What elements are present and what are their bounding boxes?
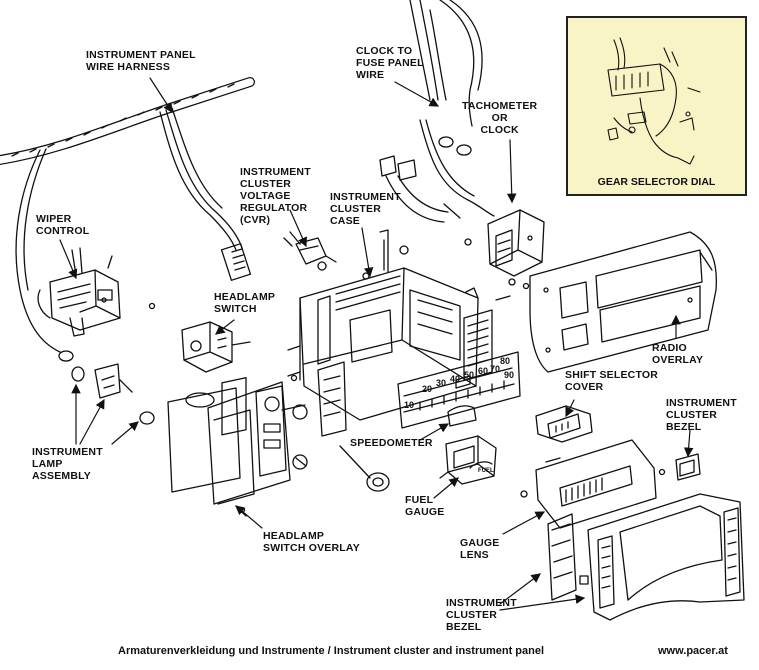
- gauge-lens-part: [520, 439, 657, 529]
- speedometer: [397, 351, 521, 429]
- label-radio-overlay: RADIO OVERLAY: [652, 342, 704, 366]
- clock-wires: [379, 0, 495, 223]
- cvr-regulator: [283, 231, 337, 271]
- instrument-cluster-case: [287, 229, 511, 437]
- label-instrument-panel-wire-harness: INSTRUMENT PANEL WIRE HARNESS: [86, 49, 196, 73]
- footer-site: www.pacer.at: [658, 645, 728, 657]
- instrument-cluster-bezel: [547, 493, 745, 621]
- label-shift-selector-cover: SHIFT SELECTOR COVER: [565, 369, 659, 393]
- label-cvr: INSTRUMENT CLUSTER VOLTAGE REGULATOR (CV…: [240, 166, 311, 226]
- speed-num-50: 50: [464, 370, 474, 380]
- label-fuel-gauge: FUEL GAUGE: [405, 494, 445, 518]
- label-headlamp-switch: HEADLAMP SWITCH: [214, 291, 276, 315]
- label-instrument-cluster-bezel-bottom: INSTRUMENT CLUSTER BEZEL: [446, 597, 517, 633]
- speed-num-10: 10: [404, 400, 414, 410]
- speed-num-70: 70: [490, 364, 500, 374]
- speed-num-40: 40: [450, 374, 460, 384]
- wiper-control: [49, 247, 121, 337]
- label-gauge-lens: GAUGE LENS: [460, 537, 500, 561]
- label-instrument-lamp-assembly: INSTRUMENT LAMP ASSEMBLY: [32, 446, 103, 482]
- radio-overlay: [529, 231, 718, 373]
- headlamp-switch-overlay: [167, 377, 291, 517]
- label-tachometer-or-clock: TACHOMETER OR CLOCK: [462, 100, 538, 136]
- speed-num-20: 20: [422, 384, 432, 394]
- speed-num-80: 80: [500, 356, 510, 366]
- label-wiper-control: WIPER CONTROL: [36, 213, 90, 237]
- label-speedometer: SPEEDOMETER: [350, 437, 433, 449]
- speed-num-60: 60: [478, 366, 488, 376]
- headlamp-switch: [181, 321, 251, 373]
- label-headlamp-switch-overlay: HEADLAMP SWITCH OVERLAY: [263, 530, 360, 554]
- label-instrument-cluster-bezel-right: INSTRUMENT CLUSTER BEZEL: [666, 397, 737, 433]
- small-bezel: [675, 453, 701, 481]
- instrument-lamp-assembly: [71, 363, 155, 425]
- shift-selector-cover: [535, 405, 593, 443]
- screws: [148, 282, 666, 514]
- label-instrument-cluster-case: INSTRUMENT CLUSTER CASE: [330, 191, 401, 227]
- speed-num-30: 30: [436, 378, 446, 388]
- speed-num-90: 90: [504, 370, 514, 380]
- inset-title: GEAR SELECTOR DIAL: [597, 176, 716, 188]
- wire-harness: [0, 77, 255, 362]
- footer-caption: Armaturenverkleidung und Instrumente / I…: [118, 645, 545, 657]
- tachometer-or-clock: [464, 209, 545, 286]
- fuel-gauge-face-text: FUEL: [478, 468, 494, 474]
- gear-selector-dial-inset: GEAR SELECTOR DIAL: [566, 16, 747, 196]
- leader-lines: [59, 77, 694, 611]
- label-clock-to-fuse-panel-wire: CLOCK TO FUSE PANEL WIRE: [356, 45, 424, 81]
- headlamp-knob: [281, 404, 390, 492]
- speedometer-numbers: 10 20 30 40 50 60 70 80 90: [404, 356, 514, 410]
- fuel-gauge: [439, 435, 497, 485]
- gear-selector-drawing: [607, 37, 701, 165]
